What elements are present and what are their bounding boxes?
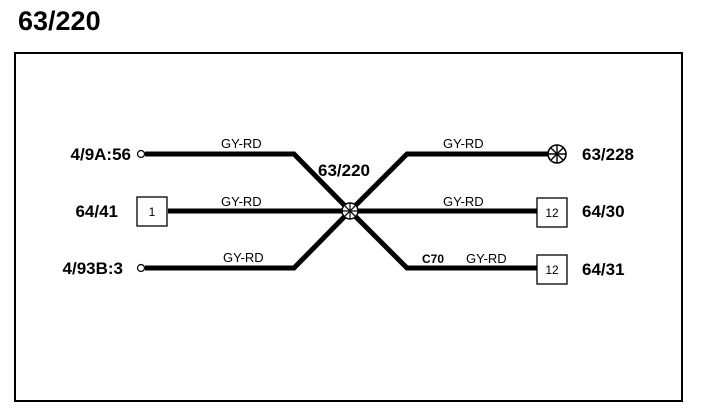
wire-color-left-top: GY-RD (221, 136, 262, 151)
label-left-bottom: 4/93B:3 (63, 259, 123, 278)
label-left-mid: 64/41 (75, 202, 118, 221)
pin-box-right-mid (536, 197, 568, 228)
pin-number-right-mid: 12 (545, 206, 559, 220)
splice-icon (341, 202, 359, 220)
diagram-frame (14, 52, 683, 402)
wire-right-top (348, 151, 548, 213)
label-left-top: 4/9A:56 (71, 145, 131, 164)
connector-label: C70 (422, 252, 444, 266)
terminal-left-bottom-icon (136, 263, 146, 273)
pin-box-left-mid (136, 196, 168, 227)
wire-color-right-mid: GY-RD (443, 194, 484, 209)
label-right-top: 63/228 (582, 145, 634, 164)
pin-number-right-bottom: 12 (545, 263, 559, 277)
wire-color-left-mid: GY-RD (221, 194, 262, 209)
wire-color-right-top: GY-RD (443, 136, 484, 151)
wire-color-right-bottom: GY-RD (466, 251, 507, 266)
terminal-left-top-icon (136, 149, 146, 159)
wire-left-top (145, 151, 352, 213)
wire-right-bottom (348, 209, 537, 271)
label-right-mid: 64/30 (582, 202, 625, 221)
splice-label: 63/220 (318, 161, 370, 180)
wire-left-bottom (145, 209, 352, 271)
label-right-bottom: 64/31 (582, 260, 625, 279)
pin-box-right-bottom (536, 254, 568, 285)
pin-number-left-mid: 1 (149, 205, 156, 219)
page-title: 63/220 (18, 6, 101, 36)
wire-color-left-bottom: GY-RD (223, 250, 264, 265)
splice-63-228-icon (547, 144, 567, 164)
